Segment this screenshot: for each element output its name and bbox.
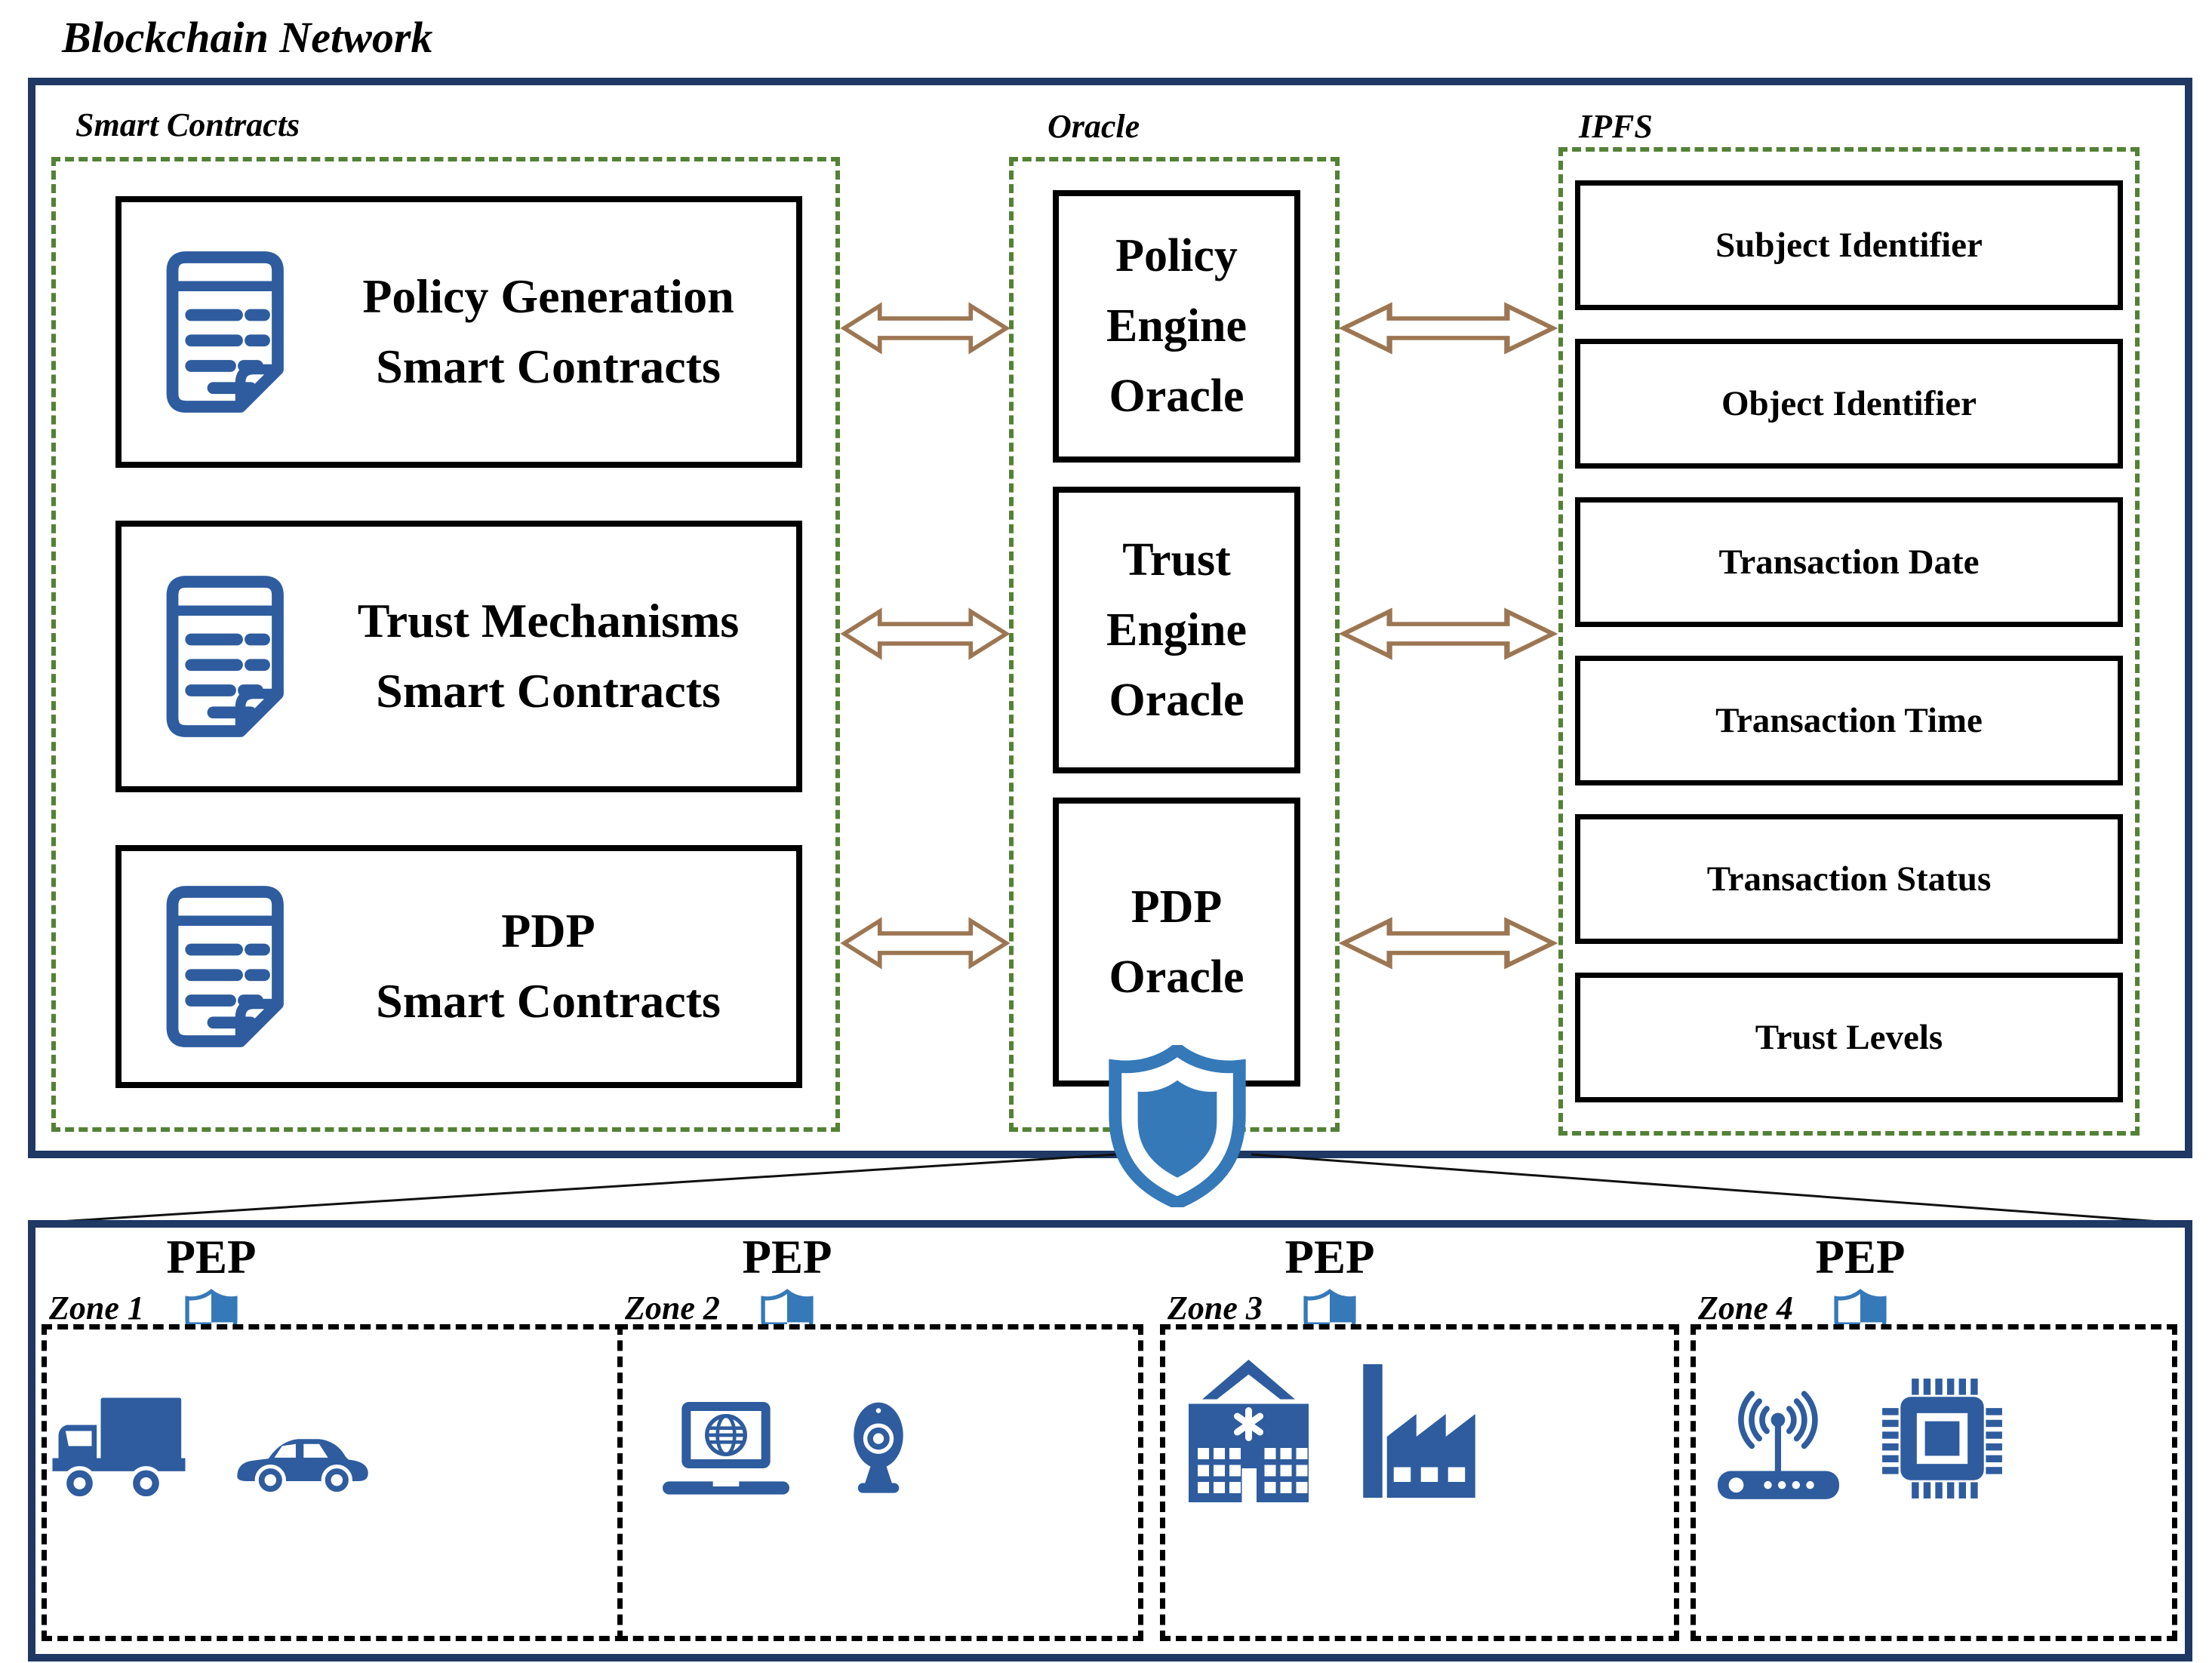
pep-label: PEP: [742, 1231, 832, 1283]
box-label-line: Policy Generation: [362, 269, 734, 324]
double-arrow-icon: [840, 915, 1011, 971]
double-arrow-icon: [1338, 915, 1558, 971]
subject-identifier-box: Subject Identifier: [1575, 180, 2123, 310]
diagram-title: Blockchain Network: [62, 13, 433, 62]
zone-3-devices: [1175, 1357, 1484, 1505]
trust-levels-box: Trust Levels: [1575, 973, 2123, 1102]
smart-contracts-group-label: Smart Contracts: [75, 106, 300, 143]
pep-label: PEP: [1815, 1231, 1906, 1283]
zone-1-area: PEP Zone 1: [42, 1230, 641, 1649]
pdp-oracle-box: PDP Oracle: [1053, 798, 1300, 1087]
wifi-router-icon: [1712, 1390, 1844, 1505]
zone-4-box: [1691, 1324, 2177, 1641]
box-label: Transaction Status: [1706, 859, 1992, 899]
box-label-line: Trust Mechanisms: [357, 594, 740, 648]
policy-generation-smart-contracts-box: Policy Generation Smart Contracts: [115, 196, 802, 468]
zone-1-label: Zone 1: [49, 1290, 144, 1326]
zone-4-devices: [1712, 1357, 2008, 1505]
box-label-line: Engine: [1106, 604, 1248, 656]
zone-3-box: [1160, 1324, 1679, 1641]
contract-document-icon: [149, 245, 318, 419]
zone-4-area: PEP Zone 4: [1691, 1230, 2177, 1649]
zone-2-area: PEP Zone 2: [617, 1230, 1143, 1649]
webcam-icon: [833, 1397, 924, 1505]
box-label: Trust Levels: [1755, 1018, 1943, 1057]
box-label-line: Smart Contracts: [376, 974, 721, 1028]
zone-2-box: [617, 1324, 1143, 1641]
policy-generation-smart-contracts-text: Policy Generation Smart Contracts: [318, 262, 796, 402]
trust-mechanisms-smart-contracts-text: Trust Mechanisms Smart Contracts: [318, 586, 796, 727]
box-label-line: Smart Contracts: [376, 664, 721, 718]
double-arrow-icon: [1338, 300, 1558, 356]
box-label-line: Trust: [1122, 533, 1231, 586]
ipfs-group-label: IPFS: [1579, 108, 1653, 145]
double-arrow-icon: [840, 606, 1011, 662]
contract-document-icon: [149, 570, 318, 743]
pep-label: PEP: [1284, 1231, 1375, 1283]
box-label-line: PDP: [1131, 881, 1223, 933]
pdp-smart-contracts-text: PDP Smart Contracts: [318, 896, 796, 1037]
trust-engine-oracle-box: Trust Engine Oracle: [1053, 487, 1300, 773]
box-label-line: Oracle: [1109, 951, 1244, 1003]
double-arrow-icon: [1338, 606, 1558, 662]
object-identifier-box: Object Identifier: [1575, 339, 2123, 469]
double-arrow-icon: [840, 300, 1011, 356]
zone-3-label: Zone 3: [1168, 1290, 1263, 1326]
pdp-shield-icon: [1103, 1045, 1251, 1207]
ipfs-group-box: Subject Identifier Object Identifier Tra…: [1558, 147, 2140, 1136]
zone-4-label: Zone 4: [1698, 1290, 1793, 1326]
car-icon: [229, 1422, 377, 1505]
factory-icon: [1354, 1357, 1484, 1505]
box-label-line: PDP: [501, 904, 595, 958]
policy-engine-oracle-box: Policy Engine Oracle: [1053, 190, 1300, 463]
box-label-line: Policy: [1115, 230, 1238, 281]
transaction-date-box: Transaction Date: [1575, 497, 2123, 627]
hospital-icon: [1175, 1357, 1322, 1505]
box-label-line: Engine: [1106, 300, 1248, 352]
pdp-smart-contracts-box: PDP Smart Contracts: [115, 845, 802, 1088]
pep-label: PEP: [166, 1231, 257, 1283]
cpu-chip-icon: [1876, 1373, 2008, 1505]
transaction-time-box: Transaction Time: [1575, 656, 2123, 785]
box-label-line: Oracle: [1109, 674, 1244, 726]
box-label: Transaction Time: [1715, 701, 1983, 740]
truck-icon: [47, 1394, 198, 1505]
transaction-status-box: Transaction Status: [1575, 814, 2123, 944]
zone-3-area: PEP Zone 3: [1160, 1230, 1679, 1649]
trust-mechanisms-smart-contracts-box: Trust Mechanisms Smart Contracts: [115, 521, 802, 792]
box-label: Subject Identifier: [1715, 226, 1983, 265]
box-label: Transaction Date: [1718, 543, 1980, 582]
zone-1-box: [42, 1324, 641, 1641]
zone-2-devices: [651, 1357, 924, 1505]
box-label-line: Oracle: [1109, 370, 1244, 422]
zone-1-devices: [47, 1357, 377, 1505]
smart-contracts-group-box: [51, 157, 840, 1132]
contract-document-icon: [149, 880, 318, 1053]
box-label-line: Smart Contracts: [376, 340, 721, 393]
laptop-globe-icon: [651, 1399, 801, 1505]
oracle-group-label: Oracle: [1048, 108, 1140, 145]
zone-2-label: Zone 2: [625, 1290, 720, 1326]
box-label: Object Identifier: [1721, 384, 1977, 423]
